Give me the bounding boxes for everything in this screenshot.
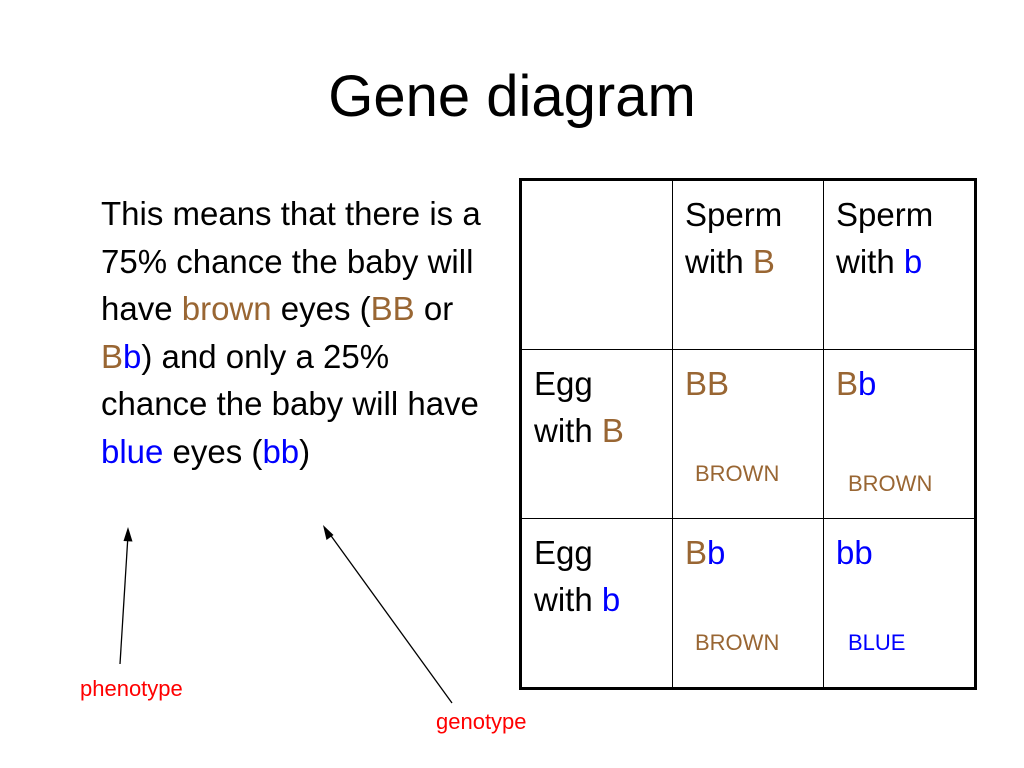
cell-Bb: Bb BROWN: [672, 518, 824, 689]
row-header-line: with: [534, 581, 602, 618]
header-line: with: [685, 243, 753, 280]
row-header-line: with: [534, 412, 602, 449]
corner-cell: [520, 179, 673, 350]
genotype-label: genotype: [436, 709, 527, 734]
phenotype-text: BLUE: [848, 630, 906, 655]
allele: b: [854, 534, 873, 571]
row-header-line: Egg: [534, 534, 593, 571]
allele: B: [752, 243, 775, 280]
genotype-Bb-recessive: b: [123, 337, 142, 375]
phenotype-text: BROWN: [695, 461, 780, 486]
allele: B: [601, 412, 624, 449]
text-part: This means that there is a 75% chance th…: [101, 195, 481, 327]
genotype-arrow-line: [328, 532, 453, 704]
cell-Bb: Bb BROWN: [823, 349, 976, 519]
phenotype-text: BROWN: [695, 630, 780, 655]
allele: b: [836, 534, 855, 571]
allele: B: [836, 365, 859, 402]
cell-bb: bb BLUE: [823, 518, 976, 689]
row-header-line: Egg: [534, 365, 593, 402]
phenotype-arrow-line: [119, 534, 129, 665]
text-part: or: [414, 290, 454, 327]
header-line: Sperm: [685, 196, 783, 233]
text-part: ): [299, 432, 311, 470]
header-sperm-B: Sperm with B: [672, 179, 824, 350]
phenotype-arrowhead: [123, 527, 133, 542]
cell-BB: BB BROWN: [672, 349, 824, 519]
header-line: with: [836, 243, 904, 280]
allele: B: [707, 365, 730, 402]
allele: b: [903, 243, 923, 280]
row-header-egg-b: Egg with b: [520, 518, 673, 689]
genotype-arrowhead: [323, 525, 334, 540]
explanation-text: This means that there is a 75% chance th…: [101, 190, 501, 475]
genotype-Bb-dominant: B: [101, 337, 124, 375]
header-sperm-b: Sperm with b: [823, 179, 976, 350]
genotype-BB: BB: [370, 290, 415, 327]
table-row: Sperm with B Sperm with b: [520, 179, 976, 350]
text-part: eyes (: [163, 432, 263, 470]
phenotype-label: phenotype: [80, 676, 183, 701]
row-header-egg-B: Egg with B: [520, 349, 673, 519]
slide-title: Gene diagram: [328, 64, 696, 129]
allele: B: [685, 365, 708, 402]
allele: b: [707, 534, 726, 571]
brown-word: brown: [181, 290, 272, 327]
phenotype-text: BROWN: [848, 471, 933, 496]
allele: b: [601, 581, 621, 618]
allele: B: [685, 534, 708, 571]
allele: b: [858, 365, 877, 402]
blue-word: blue: [101, 432, 164, 470]
text-part: eyes (: [271, 290, 371, 327]
genotype-bb: bb: [262, 432, 300, 470]
text-part: ) and only a 25% chance the baby will ha…: [101, 337, 479, 423]
header-line: Sperm: [836, 196, 934, 233]
